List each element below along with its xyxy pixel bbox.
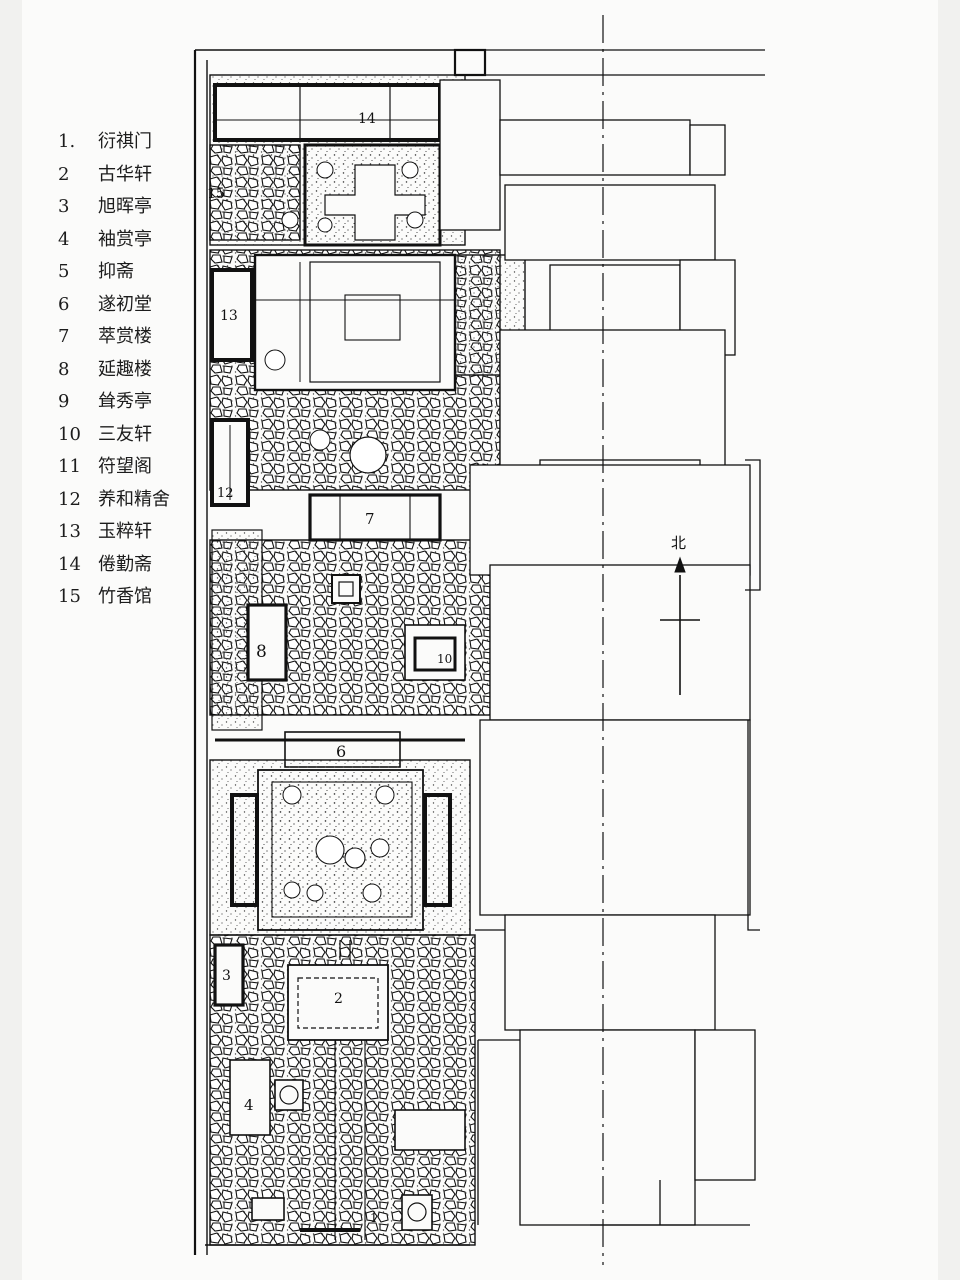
legend-name: 三友轩 bbox=[98, 423, 152, 445]
legend-name: 古华轩 bbox=[98, 163, 152, 185]
plan-number-15: 15 bbox=[207, 186, 225, 202]
plan-number-14: 14 bbox=[358, 111, 376, 127]
legend-number: 5 bbox=[58, 261, 70, 282]
legend-number: 2 bbox=[58, 163, 70, 185]
legend-name: 符望阁 bbox=[98, 456, 152, 477]
legend-number: 13 bbox=[58, 521, 81, 542]
legend-number: 4 bbox=[58, 228, 70, 250]
legend-item: 1. 衍祺门 bbox=[58, 128, 208, 161]
legend-number: 14 bbox=[58, 553, 81, 575]
legend-number: 15 bbox=[58, 586, 81, 607]
legend-name: 延趣楼 bbox=[98, 358, 152, 380]
legend-name: 竹香馆 bbox=[98, 586, 152, 607]
legend-number: 11 bbox=[58, 456, 81, 477]
north-arrow-icon bbox=[660, 556, 700, 695]
legend-item: 6 遂初堂 bbox=[58, 291, 208, 324]
legend-item: 2 古华轩 bbox=[58, 161, 208, 194]
legend-name: 袖赏亭 bbox=[98, 228, 152, 250]
legend-item: 8 延趣楼 bbox=[58, 356, 208, 389]
legend-number: 9 bbox=[58, 391, 70, 412]
plan-number-4: 4 bbox=[244, 1096, 254, 1114]
plan-number-7: 7 bbox=[365, 510, 375, 528]
plan-number-3: 3 bbox=[222, 968, 231, 984]
plan-number-1: 1 bbox=[370, 1211, 378, 1225]
plan-number-10: 10 bbox=[437, 652, 452, 666]
legend-item: 4 袖赏亭 bbox=[58, 226, 208, 259]
legend-item: 14 倦勤斋 bbox=[58, 551, 208, 584]
garden-complex bbox=[193, 49, 526, 1255]
legend-item: 15 竹香馆 bbox=[58, 583, 208, 616]
legend-item: 5 抑斋 bbox=[58, 258, 208, 291]
legend-name: 倦勤斋 bbox=[98, 553, 152, 575]
legend-item: 3 旭晖亭 bbox=[58, 193, 208, 226]
plan-number-13: 13 bbox=[220, 308, 238, 324]
legend-item: 7 萃赏楼 bbox=[58, 323, 208, 356]
legend-number: 7 bbox=[58, 326, 70, 347]
legend-number: 1. bbox=[58, 131, 76, 152]
legend-name: 玉粹轩 bbox=[98, 521, 152, 542]
plan-number-2: 2 bbox=[334, 991, 343, 1007]
legend-item: 9 耸秀亭 bbox=[58, 388, 208, 421]
legend-name: 养和精舍 bbox=[98, 488, 170, 510]
legend-number: 3 bbox=[58, 196, 70, 217]
legend-name: 萃赏楼 bbox=[98, 326, 152, 347]
legend-name: 抑斋 bbox=[98, 261, 134, 282]
legend-name: 衍祺门 bbox=[98, 131, 152, 152]
plan-number-12: 12 bbox=[217, 486, 234, 501]
legend-name: 旭晖亭 bbox=[98, 196, 152, 217]
legend-name: 耸秀亭 bbox=[98, 391, 152, 412]
legend-number: 10 bbox=[58, 423, 81, 445]
legend-item: 11 符望阁 bbox=[58, 453, 208, 486]
palace-halls bbox=[439, 48, 765, 1226]
legend-item: 13 玉粹轩 bbox=[58, 518, 208, 551]
legend-number: 6 bbox=[58, 293, 70, 315]
legend-item: 12 养和精舍 bbox=[58, 486, 208, 519]
legend-item: 10 三友轩 bbox=[58, 421, 208, 454]
legend-number: 8 bbox=[58, 358, 70, 380]
plan-number-8: 8 bbox=[256, 642, 267, 662]
north-label: 北 bbox=[671, 534, 686, 552]
plan-number-6: 6 bbox=[336, 742, 346, 761]
legend-name: 遂初堂 bbox=[98, 293, 152, 315]
legend-number: 12 bbox=[58, 488, 81, 510]
